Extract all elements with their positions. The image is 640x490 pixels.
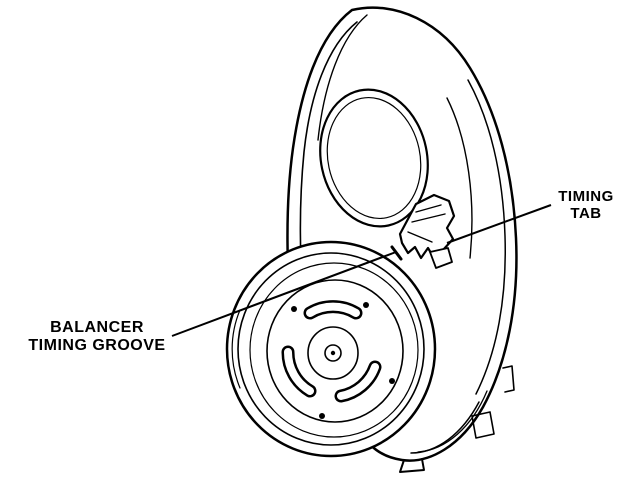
- balancer-hole-1: [291, 306, 297, 312]
- balancer-center-bore: [324, 344, 342, 362]
- balancer-slots: [281, 300, 382, 403]
- cover-rim-contour-bottom-2: [417, 390, 488, 453]
- balancer-timing-groove-mark: [390, 245, 403, 261]
- label-timing-tab: TIMING TAB: [558, 188, 614, 222]
- cover-rim-contour-right: [467, 79, 506, 395]
- harmonic-balancer: [225, 240, 437, 458]
- timing-cover: [286, 6, 518, 473]
- balancer-groove-edge-arc: [231, 309, 241, 389]
- balancer-hole-4: [319, 413, 325, 419]
- timing-cover-outline: [286, 6, 518, 462]
- leader-lines: [171, 204, 552, 337]
- timing-tab-hatch-2: [411, 213, 446, 223]
- balancer-bolt-holes: [291, 302, 395, 419]
- cover-rim-contour-2: [317, 14, 368, 141]
- timing-tab-part: [390, 193, 456, 269]
- balancer-groove-label-line2: TIMING GROOVE: [28, 337, 165, 354]
- balancer-groove-label-line1: BALANCER: [50, 319, 144, 336]
- balancer-hole-3: [389, 378, 395, 384]
- balancer-hole-2: [363, 302, 369, 308]
- cover-bottom-tab: [399, 458, 425, 473]
- label-balancer-timing-groove: BALANCER TIMING GROOVE: [28, 319, 165, 354]
- balancer-face-ring: [266, 279, 404, 423]
- balancer-ring-2: [249, 262, 419, 438]
- cover-boss-arc: [446, 97, 473, 259]
- cover-opening-inner: [326, 96, 422, 220]
- timing-tab-hatch-3: [407, 231, 433, 243]
- balancer-slot-left-fill: [283, 348, 314, 395]
- balancer-slot-top-fill: [306, 302, 360, 317]
- balancer-hub-ring: [307, 326, 359, 380]
- cover-boss-rect: [471, 411, 495, 439]
- balancer-outer-rim: [225, 240, 437, 458]
- balancer-center-dot: [330, 350, 336, 356]
- leader-line-balancer-groove: [171, 251, 397, 337]
- timing-tab-bracket: [429, 247, 453, 269]
- cover-opening: [319, 88, 429, 228]
- balancer-ring-1: [237, 252, 425, 446]
- timing-tab-hatch-1: [415, 204, 442, 213]
- timing-tab-label-line1: TIMING: [558, 188, 614, 205]
- balancer-slot-right-fill: [337, 363, 379, 400]
- timing-tab-label-line2: TAB: [570, 205, 601, 222]
- cover-opening-outer: [319, 88, 429, 228]
- leader-line-timing-tab: [446, 204, 552, 244]
- cover-right-notch: [502, 365, 515, 393]
